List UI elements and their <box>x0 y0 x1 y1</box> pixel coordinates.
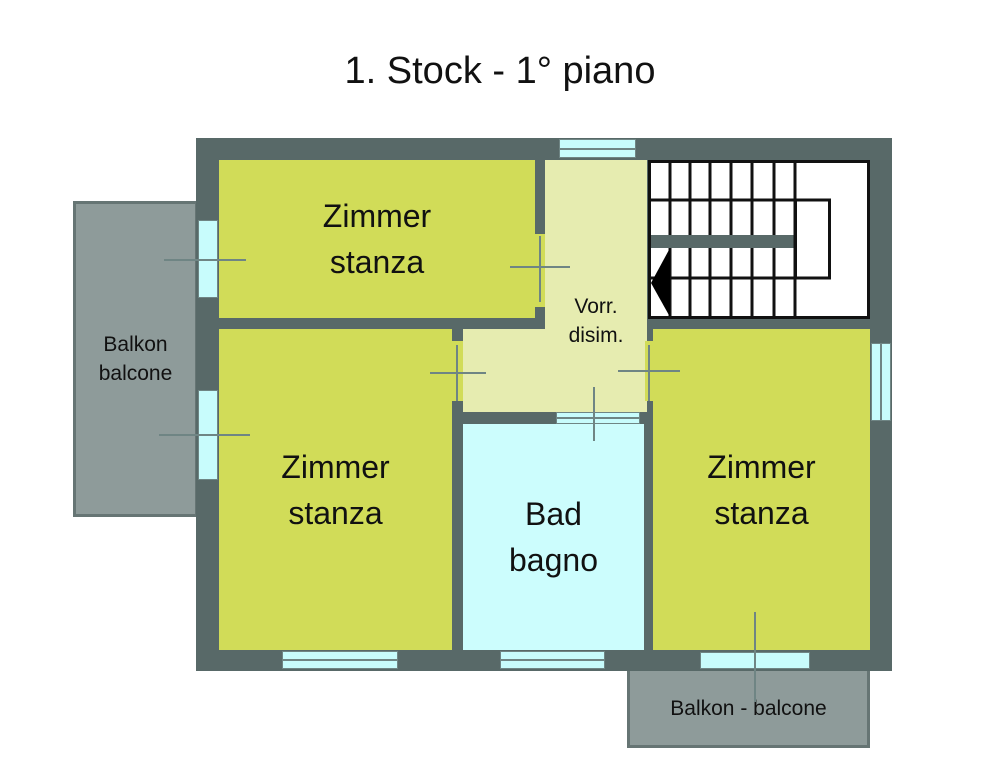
marker-line <box>648 345 650 401</box>
hallway-label-de: Vorr. <box>574 295 618 318</box>
marker-line <box>456 345 458 401</box>
bathroom: Bad bagno <box>463 424 644 650</box>
window-bottom-bath <box>500 651 605 669</box>
marker-line <box>754 612 756 702</box>
marker-line <box>164 259 246 261</box>
marker-line <box>556 417 640 419</box>
hallway-lower <box>463 329 647 412</box>
bathroom-label-de: Bad <box>525 496 582 532</box>
room-bottom-left: Zimmer stanza <box>219 329 452 650</box>
room-label-it: stanza <box>329 244 425 280</box>
window-top <box>559 139 636 158</box>
window-right <box>871 343 891 421</box>
marker-line <box>159 434 250 436</box>
hallway-label-it: disim. <box>568 324 624 347</box>
bathroom-label-it: bagno <box>509 542 598 578</box>
marker-line <box>593 387 595 441</box>
balcony-left-label-it: balcone <box>98 362 173 385</box>
room-label-it: stanza <box>288 494 383 531</box>
marker-line <box>430 372 486 374</box>
arrow-left-icon <box>651 248 670 317</box>
window-bottom-left <box>282 651 398 669</box>
hallway-label: Vorr. disim. <box>545 290 647 352</box>
room-label-it: stanza <box>714 494 809 531</box>
stairs-icon <box>648 160 870 319</box>
room-label-de: Zimmer <box>707 448 816 485</box>
marker-line <box>539 236 541 302</box>
balcony-bottom: Balkon - balcone <box>627 668 870 748</box>
stairs <box>648 160 870 319</box>
floor-plan-title: 1. Stock - 1° piano <box>344 50 656 92</box>
balcony-left-label-de: Balkon <box>103 333 168 356</box>
balcony-left: Balkon balcone <box>73 201 198 517</box>
room-label-de: Zimmer <box>322 198 432 234</box>
room-right: Zimmer stanza <box>653 329 870 650</box>
room-top-left: Zimmer stanza <box>219 160 535 318</box>
room-label-de: Zimmer <box>281 448 390 485</box>
balcony-bottom-label: Balkon - balcone <box>670 696 827 720</box>
